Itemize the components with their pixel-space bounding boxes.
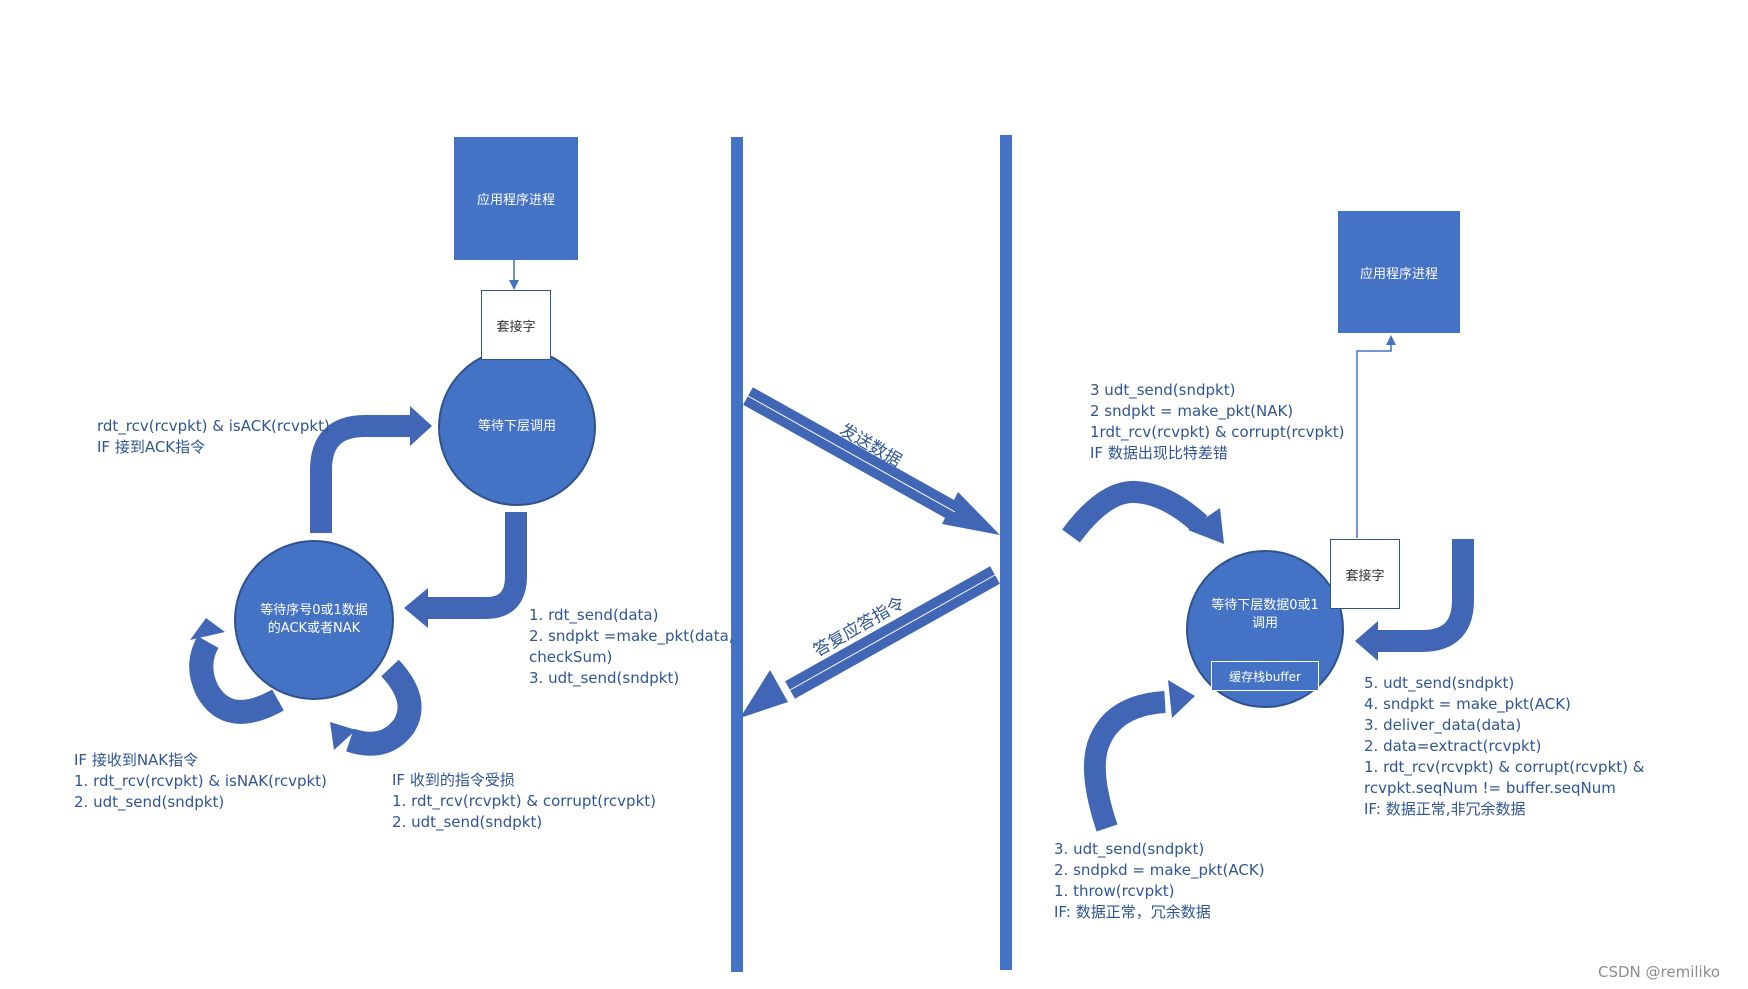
nak-condition-line1: IF 接收到NAK指令 xyxy=(74,751,199,769)
bit-error-line2: 2 sndpkt = make_pkt(NAK) xyxy=(1090,402,1294,420)
bit-error-line1: 3 udt_send(sndpkt) xyxy=(1090,381,1236,399)
state-wait-ack-line1: 等待序号0或1数据 xyxy=(260,603,368,618)
corrupt-self-loop-arrow xyxy=(330,659,422,756)
state-receiver-wait-line1: 等待下层数据0或1 xyxy=(1211,598,1319,613)
redundant-line1: 3. udt_send(sndpkt) xyxy=(1054,840,1205,858)
deliver-label: 5. udt_send(sndpkt) 4. sndpkt = make_pkt… xyxy=(1364,673,1644,820)
redundant-line3: 1. throw(rcvpkt) xyxy=(1054,882,1175,900)
ack-condition-label: rdt_rcv(rcvpkt) & isACK(rcvpkt) IF 接到ACK… xyxy=(97,416,330,458)
receiver-buffer-label: 缓存栈buffer xyxy=(1229,669,1301,684)
send-transition-arrow xyxy=(404,512,527,628)
receiver-socket: 套接字 xyxy=(1330,539,1400,609)
reply-ack-arrow xyxy=(740,566,1000,718)
channel-line-left xyxy=(731,137,743,972)
watermark: CSDN @remiliko xyxy=(1598,963,1721,981)
corrupt-condition-line1: IF 收到的指令受损 xyxy=(392,771,515,789)
bit-error-line4: IF 数据出现比特差错 xyxy=(1090,444,1228,462)
send-action-label: 1. rdt_send(data) 2. sndpkt =make_pkt(da… xyxy=(529,605,734,689)
sender-socket-label: 套接字 xyxy=(496,319,536,335)
state-wait-ack-line2: 的ACK或者NAK xyxy=(267,621,361,636)
sender-app-process: 应用程序进程 xyxy=(454,137,578,260)
state-wait-call-label: 等待下层调用 xyxy=(477,419,556,434)
send-data-arrow xyxy=(743,387,1000,535)
bit-error-line3: 1rdt_rcv(rcvpkt) & corrupt(rcvpkt) xyxy=(1090,423,1345,441)
deliver-line7: IF: 数据正常,非冗余数据 xyxy=(1364,800,1526,818)
send-action-line1: 1. rdt_send(data) xyxy=(529,606,659,624)
bit-error-loop-arrow xyxy=(1062,480,1224,544)
redundant-transition-arrow xyxy=(1083,680,1195,832)
deliver-line3: 3. deliver_data(data) xyxy=(1364,716,1522,734)
channel-line-right xyxy=(1000,135,1012,970)
ack-condition-line1: rdt_rcv(rcvpkt) & isACK(rcvpkt) xyxy=(97,417,330,435)
deliver-line5: 1. rdt_rcv(rcvpkt) & corrupt(rcvpkt) & xyxy=(1364,758,1645,776)
state-receiver-wait-line2: 调用 xyxy=(1251,616,1278,631)
bit-error-label: 3 udt_send(sndpkt) 2 sndpkt = make_pkt(N… xyxy=(1090,380,1344,464)
deliver-line4: 2. data=extract(rcvpkt) xyxy=(1364,737,1542,755)
corrupt-condition-line3: 2. udt_send(sndpkt) xyxy=(392,813,543,831)
send-action-line3: checkSum) xyxy=(529,648,613,666)
nak-condition-line2: 1. rdt_rcv(rcvpkt) & isNAK(rcvpkt) xyxy=(74,772,327,790)
receiver-app-process: 应用程序进程 xyxy=(1338,211,1460,333)
deliver-line1: 5. udt_send(sndpkt) xyxy=(1364,674,1515,692)
redundant-line4: IF: 数据正常，冗余数据 xyxy=(1054,903,1211,921)
state-wait-ack: 等待序号0或1数据 的ACK或者NAK xyxy=(234,540,394,700)
deliver-transition-arrow xyxy=(1355,539,1474,661)
receiver-buffer: 缓存栈buffer xyxy=(1211,661,1319,691)
send-action-line4: 3. udt_send(sndpkt) xyxy=(529,669,680,687)
sender-app-process-label: 应用程序进程 xyxy=(476,193,555,208)
nak-condition-label: IF 接收到NAK指令 1. rdt_rcv(rcvpkt) & isNAK(r… xyxy=(74,750,327,813)
nak-condition-line3: 2. udt_send(sndpkt) xyxy=(74,793,225,811)
redundant-line2: 2. sndpkd = make_pkt(ACK) xyxy=(1054,861,1265,879)
ack-transition-arrow xyxy=(310,406,432,533)
deliver-line6: rcvpkt.seqNum != buffer.seqNum xyxy=(1364,779,1616,797)
state-wait-call: 等待下层调用 xyxy=(438,348,596,506)
sender-socket: 套接字 xyxy=(481,290,551,360)
receiver-socket-label: 套接字 xyxy=(1345,568,1385,584)
corrupt-condition-label: IF 收到的指令受损 1. rdt_rcv(rcvpkt) & corrupt(… xyxy=(392,770,656,833)
redundant-label: 3. udt_send(sndpkt) 2. sndpkd = make_pkt… xyxy=(1054,839,1265,923)
nak-self-loop-arrow xyxy=(189,618,284,724)
receiver-app-process-label: 应用程序进程 xyxy=(1359,266,1438,282)
deliver-line2: 4. sndpkt = make_pkt(ACK) xyxy=(1364,695,1571,713)
receiver-socket-to-app-arrow xyxy=(1356,335,1396,538)
send-action-line2: 2. sndpkt =make_pkt(data, xyxy=(529,627,734,645)
corrupt-condition-line2: 1. rdt_rcv(rcvpkt) & corrupt(rcvpkt) xyxy=(392,792,656,810)
ack-condition-line2: IF 接到ACK指令 xyxy=(97,438,206,456)
